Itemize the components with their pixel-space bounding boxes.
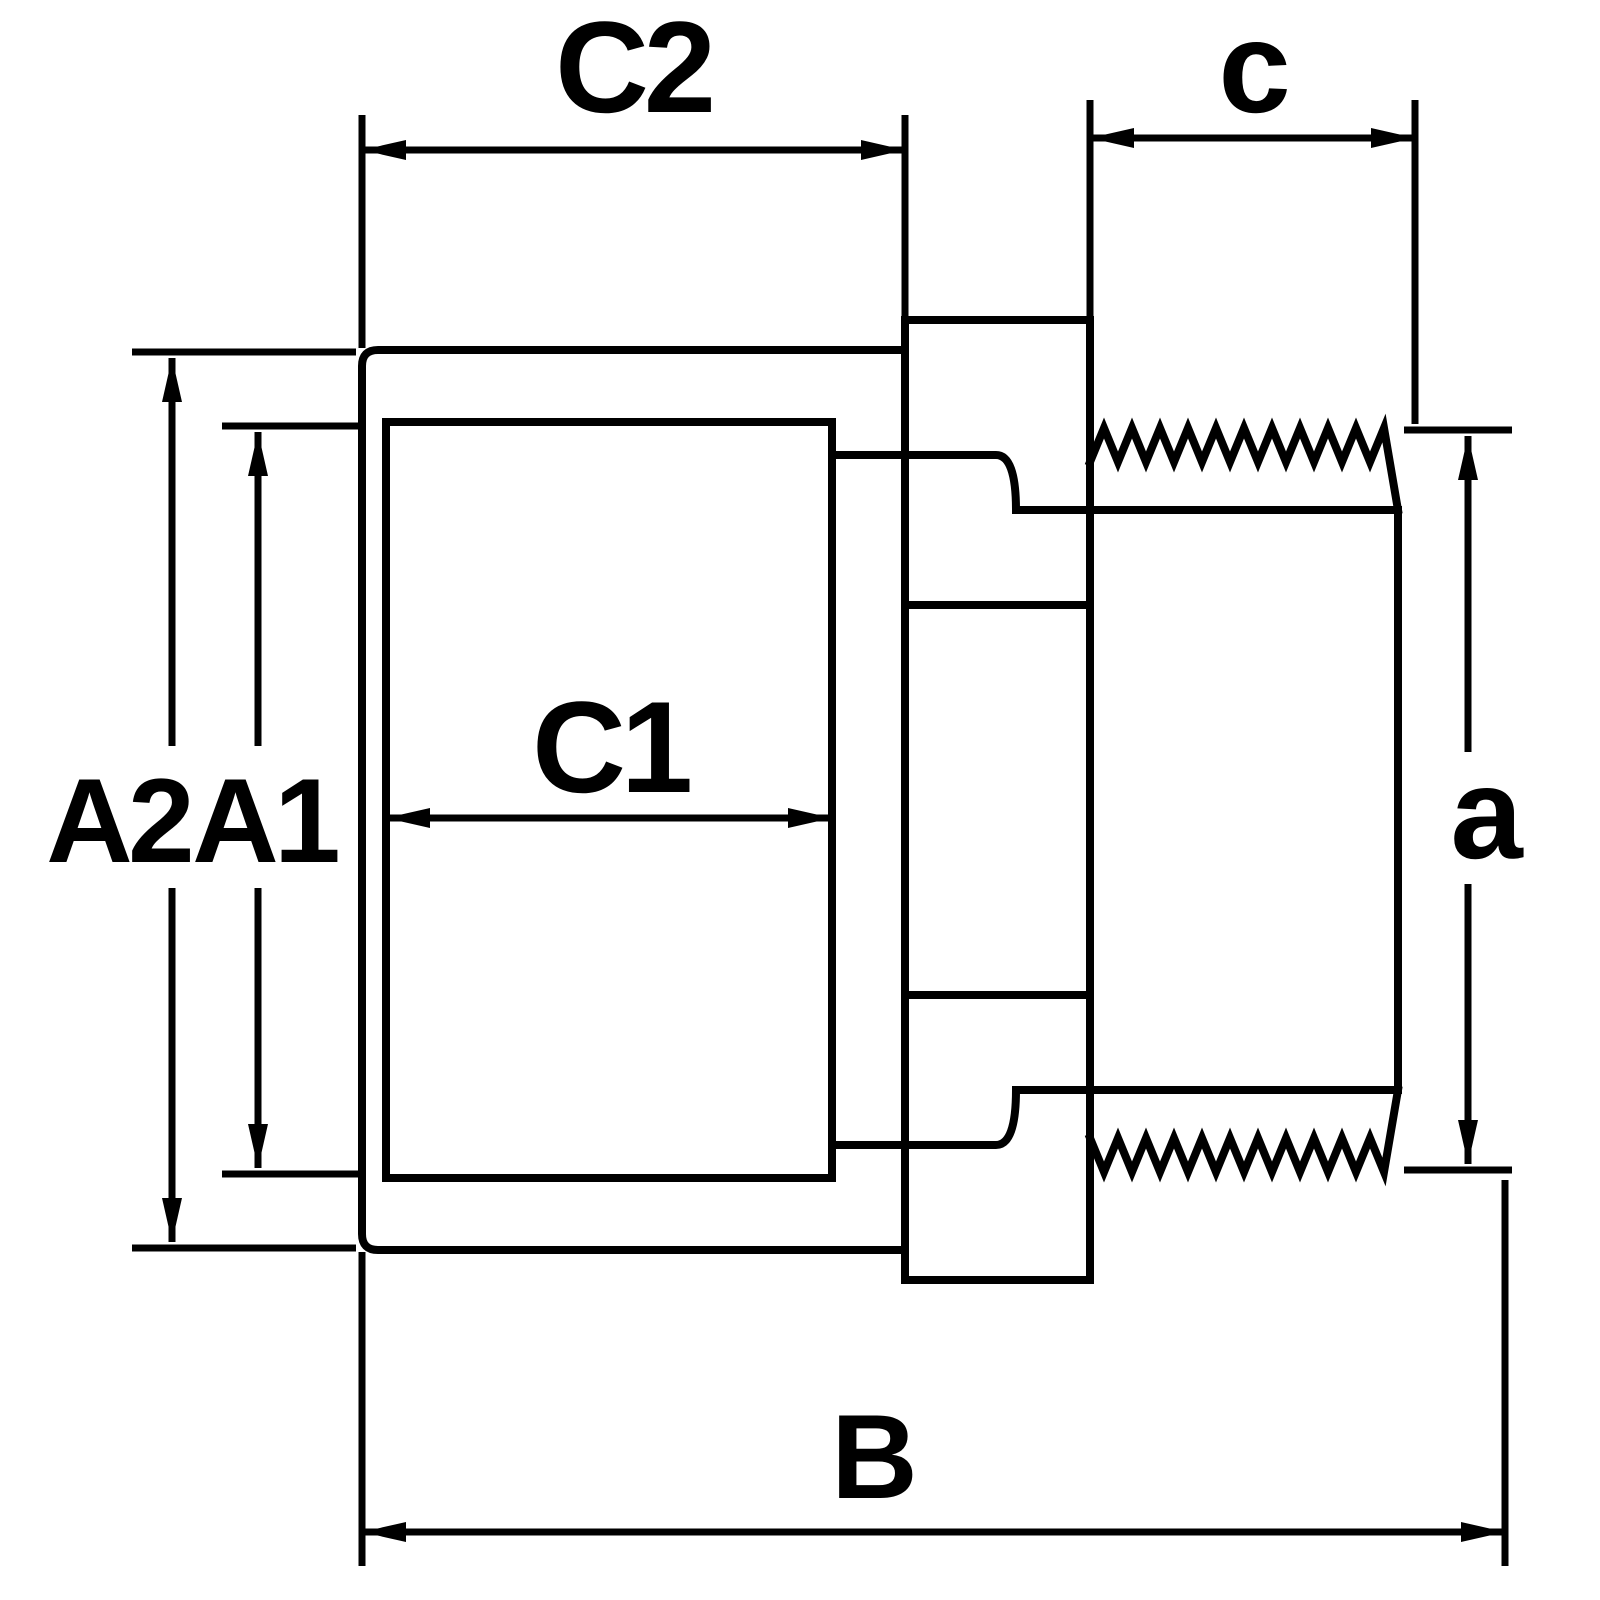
c2-label: C2 xyxy=(555,0,712,140)
neck-upper xyxy=(828,451,1021,515)
thread-crest-upper xyxy=(1084,413,1403,515)
dimension-c1: C1 xyxy=(386,674,832,828)
hex-flange xyxy=(901,316,1094,1284)
neck-lower xyxy=(828,1085,1021,1149)
socket-bore xyxy=(382,418,836,1182)
dimension-a2: A2 xyxy=(46,348,356,1252)
dimension-a: a xyxy=(1404,426,1530,1174)
part-outline xyxy=(358,316,1403,1284)
dimension-c2: C2 xyxy=(358,0,909,348)
a1-label: A1 xyxy=(192,754,338,888)
a-label: a xyxy=(1450,740,1524,886)
c-label: c xyxy=(1218,0,1287,140)
dimension-b: B xyxy=(358,1180,1509,1566)
b-label: B xyxy=(831,1390,913,1524)
c1-label: C1 xyxy=(532,674,690,820)
dimension-c: c xyxy=(1086,0,1419,424)
thread-crest-lower xyxy=(1084,1085,1403,1187)
a2-label: A2 xyxy=(46,754,190,888)
socket-outer-profile xyxy=(358,346,909,1254)
dimension-a1: A1 xyxy=(192,422,358,1178)
